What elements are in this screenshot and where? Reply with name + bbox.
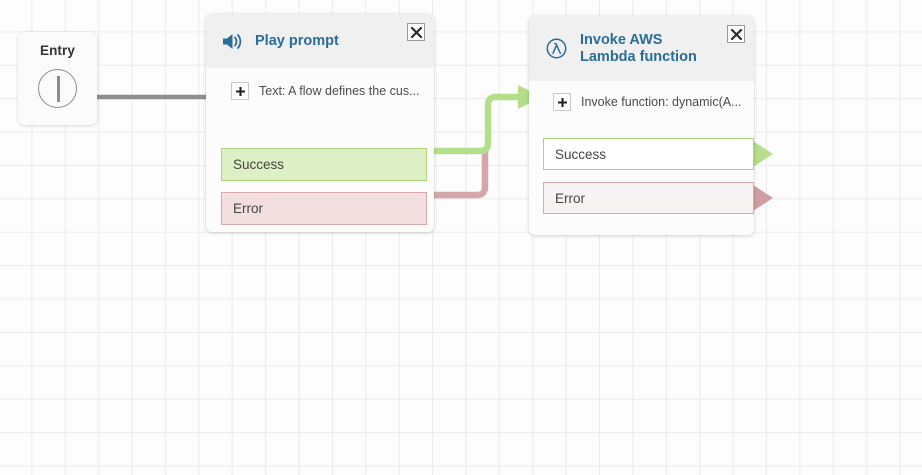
plus-icon[interactable] xyxy=(231,82,249,100)
connector-play-prompt-success-to-lambda xyxy=(421,85,542,161)
node-card-play-prompt[interactable]: Play prompt Text: A flow defines the cus… xyxy=(206,14,434,232)
play-prompt-param-row[interactable]: Text: A flow defines the cus... xyxy=(206,68,434,100)
connector-lambda-error-out xyxy=(753,185,773,211)
entry-node[interactable]: Entry xyxy=(18,32,97,125)
entry-terminator-icon xyxy=(38,69,77,108)
connector-lambda-success-out xyxy=(753,141,773,167)
outcome-label: Error xyxy=(233,201,263,216)
outcome-play-prompt-success[interactable]: Success xyxy=(221,148,427,181)
invoke-lambda-header: Invoke AWS Lambda function xyxy=(529,16,754,81)
outcome-invoke-lambda-success[interactable]: Success xyxy=(543,138,754,170)
lambda-circle-icon xyxy=(546,38,567,59)
close-icon[interactable] xyxy=(727,25,745,43)
invoke-lambda-param-row[interactable]: Invoke function: dynamic(A... xyxy=(529,81,754,111)
invoke-lambda-param-label: Invoke function: dynamic(A... xyxy=(581,95,742,109)
outcome-label: Success xyxy=(555,146,607,162)
invoke-lambda-title: Invoke AWS Lambda function xyxy=(580,32,697,65)
entry-terminator-stem xyxy=(57,76,60,102)
node-card-invoke-aws-lambda[interactable]: Invoke AWS Lambda function Invoke functi… xyxy=(529,16,754,235)
outcome-invoke-lambda-error[interactable]: Error xyxy=(543,182,754,214)
plus-icon[interactable] xyxy=(553,93,571,111)
speaker-volume-icon xyxy=(223,33,242,50)
play-prompt-header: Play prompt xyxy=(206,14,434,68)
entry-node-title: Entry xyxy=(39,43,75,58)
outcome-play-prompt-error[interactable]: Error xyxy=(221,192,427,225)
outcome-label: Success xyxy=(233,157,285,172)
close-icon[interactable] xyxy=(407,23,425,41)
play-prompt-title: Play prompt xyxy=(255,32,339,49)
outcome-label: Error xyxy=(555,190,585,206)
play-prompt-param-label: Text: A flow defines the cus... xyxy=(259,84,420,98)
